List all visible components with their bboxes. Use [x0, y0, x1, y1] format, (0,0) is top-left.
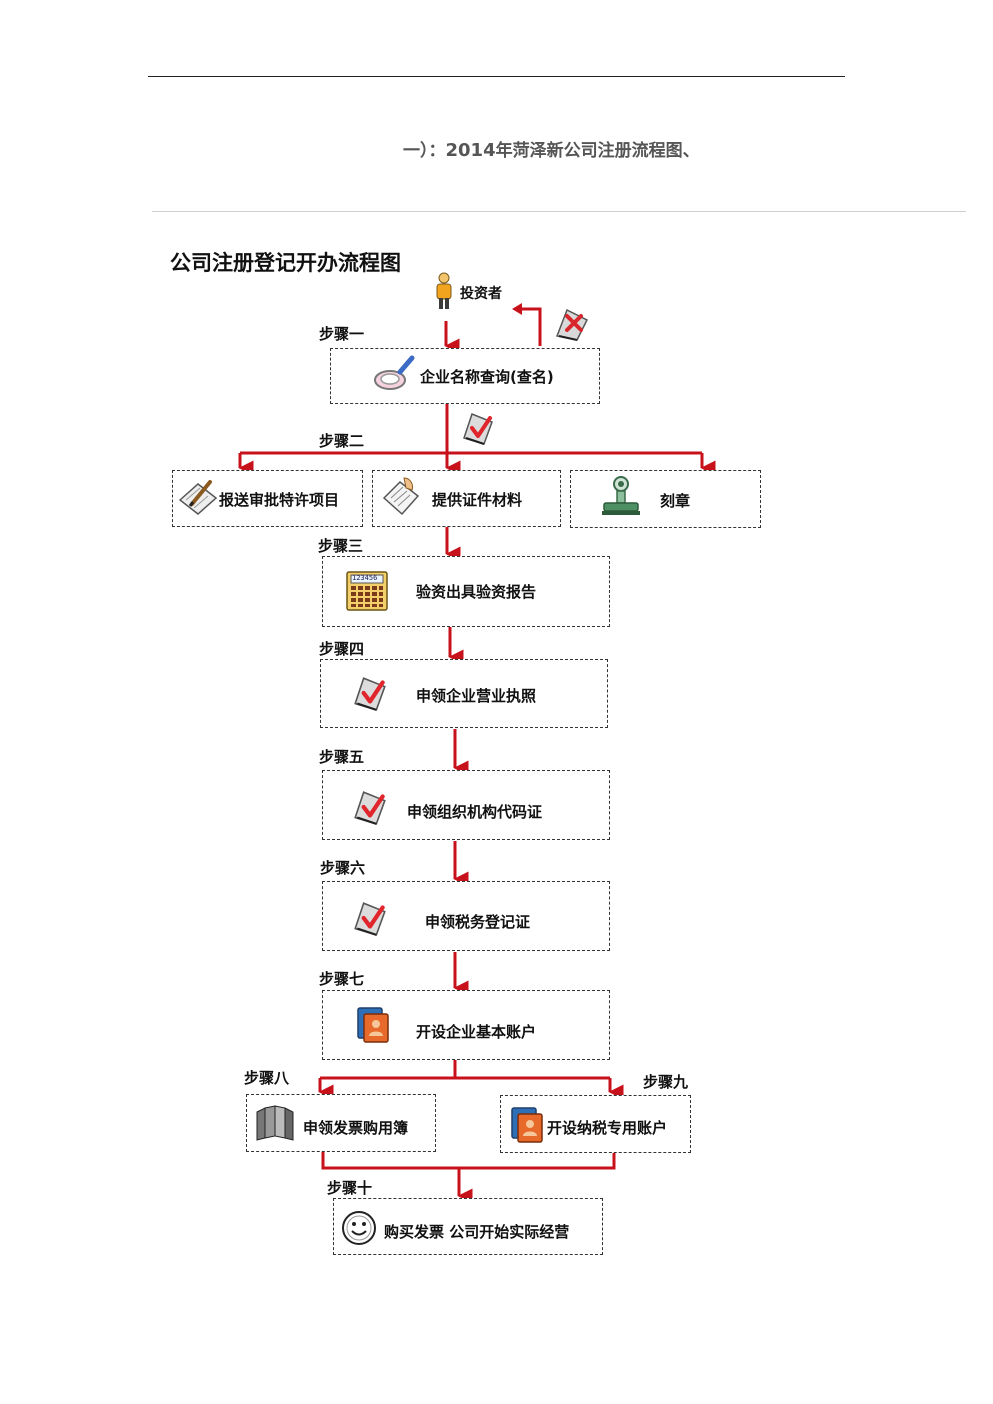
step-label-9: 步骤九 — [643, 1073, 689, 1091]
step-label-7: 步骤七 — [319, 970, 365, 988]
folder-person-icon — [508, 1104, 548, 1148]
box-tax-reg-label: 申领税务登记证 — [425, 913, 531, 931]
pen-paper-icon — [178, 478, 218, 522]
chart-title: 公司注册登记开办流程图 — [170, 251, 401, 275]
step-label-4: 步骤四 — [319, 640, 365, 658]
box-bank-account-label: 开设企业基本账户 — [416, 1023, 537, 1041]
step-label-2: 步骤二 — [319, 432, 365, 450]
check-icon — [351, 788, 389, 830]
check-icon — [460, 410, 496, 450]
calculator-icon — [345, 570, 389, 616]
top-rule — [148, 76, 845, 77]
box-license-label: 申领企业营业执照 — [416, 687, 537, 705]
box-tax-reg — [322, 881, 610, 951]
box-seal-label: 刻章 — [660, 492, 691, 510]
loop-arrow-head — [512, 303, 522, 315]
box-approval-label: 报送审批特许项目 — [219, 491, 340, 509]
box-name-check-label: 企业名称查询(查名) — [420, 368, 554, 386]
step-label-8: 步骤八 — [244, 1069, 290, 1087]
document-hand-icon — [382, 476, 422, 522]
heading-prefix: 一）： — [403, 141, 446, 161]
magnifier-icon — [372, 354, 416, 398]
step-label-6: 步骤六 — [320, 859, 366, 877]
arrow-reject-loop — [516, 307, 542, 346]
calculator-display: 123456 — [352, 574, 378, 582]
books-icon — [253, 1102, 297, 1146]
heading-suffix: 年菏泽新公司注册流程图、 — [495, 141, 700, 161]
box-capital-label: 验资出具验资报告 — [416, 583, 537, 601]
folder-person-icon — [354, 1004, 394, 1048]
box-invoice-book-label: 申领发票购用簿 — [303, 1119, 409, 1137]
check-icon — [351, 899, 389, 941]
person-icon — [434, 272, 454, 314]
reject-icon — [553, 306, 589, 346]
investor-label: 投资者 — [460, 286, 502, 302]
step-label-3: 步骤三 — [318, 537, 364, 555]
box-name-check — [330, 348, 600, 404]
step-label-5: 步骤五 — [319, 748, 365, 766]
box-org-code-label: 申领组织机构代码证 — [407, 803, 543, 821]
box-operate-label: 购买发票 公司开始实际经营 — [384, 1223, 570, 1241]
line-merge — [321, 1152, 616, 1170]
heading-year: 2014 — [445, 140, 496, 161]
section-rule — [152, 211, 966, 212]
stamp-icon — [599, 474, 643, 522]
smiley-icon — [340, 1209, 378, 1251]
box-seal — [570, 470, 761, 528]
box-bank-account — [322, 990, 610, 1060]
page-heading: 一）：2014年菏泽新公司注册流程图、 — [403, 136, 700, 161]
step-label-1: 步骤一 — [319, 325, 365, 343]
box-operate — [333, 1198, 603, 1255]
box-documents-label: 提供证件材料 — [432, 491, 523, 509]
check-icon — [351, 674, 389, 716]
step-label-10: 步骤十 — [327, 1179, 373, 1197]
box-tax-account-label: 开设纳税专用账户 — [547, 1119, 668, 1137]
